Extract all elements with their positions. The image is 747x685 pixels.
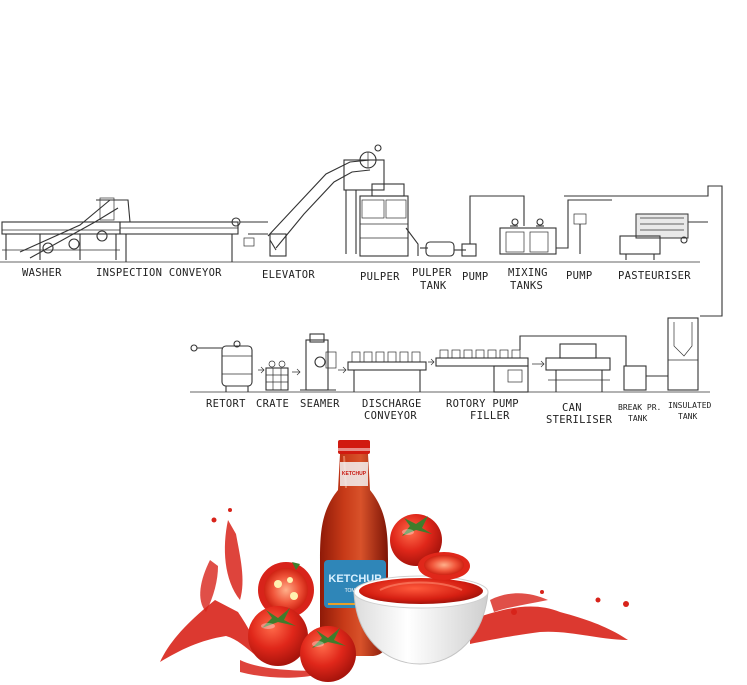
- bottle-neck-label-text: KETCHUP: [342, 471, 367, 477]
- label-pasteuriser: PASTEURISER: [618, 270, 691, 282]
- pulper-machine: [359, 183, 419, 257]
- pump-2-machine: [556, 185, 723, 317]
- elevator-machine: [267, 144, 385, 257]
- inspection-conveyor-machine: [119, 217, 268, 262]
- tomato-top-right: [390, 514, 442, 566]
- label-discharge-conveyor-2: CONVEYOR: [364, 410, 417, 422]
- label-crate: CRATE: [256, 398, 289, 410]
- can-steriliser-machine: [545, 343, 611, 392]
- label-insulated-tank-2: TANK: [678, 412, 697, 421]
- row-2-labels: RETORT CRATE SEAMER DISCHARGE CONVEYOR R…: [206, 398, 712, 426]
- label-pump-1: PUMP: [462, 271, 489, 283]
- tomato-bottom-center: [300, 626, 356, 682]
- label-can-steriliser-2: STERILISER: [546, 414, 613, 426]
- tomato-cut-left: [258, 562, 314, 618]
- crate-machine: [265, 360, 289, 391]
- label-pulper: PULPER: [360, 271, 400, 283]
- label-pulper-tank-1: PULPER: [412, 267, 452, 279]
- pasteuriser-machine: [619, 213, 708, 260]
- label-discharge-conveyor-1: DISCHARGE: [362, 398, 422, 410]
- pulper-tank-machine: [420, 241, 466, 257]
- flow-arrows-row-2: [258, 358, 545, 376]
- tomato-cut-right: [418, 552, 470, 580]
- rotory-pump-filler-machine: [435, 335, 627, 393]
- label-washer: WASHER: [22, 267, 62, 279]
- break-pr-tank-machine: [623, 365, 668, 391]
- label-seamer: SEAMER: [300, 398, 340, 410]
- label-inspection-conveyor: INSPECTION CONVEYOR: [96, 267, 222, 279]
- label-can-steriliser-1: CAN: [562, 402, 582, 414]
- insulated-tank-machine: [667, 317, 699, 391]
- label-elevator: ELEVATOR: [262, 269, 315, 281]
- washer-machine: [1, 197, 131, 260]
- label-pulper-tank-2: TANK: [420, 280, 447, 292]
- machinery-row-1: [0, 144, 723, 317]
- sauce-splash: [160, 508, 629, 678]
- retort-machine: [190, 340, 253, 392]
- mixing-tanks-machine: [499, 218, 557, 255]
- label-break-pr-tank-2: TANK: [628, 414, 647, 423]
- row-1-labels: WASHER INSPECTION CONVEYOR ELEVATOR PULP…: [22, 267, 691, 292]
- ketchup-sauce: [359, 578, 483, 604]
- seamer-machine: [300, 333, 337, 391]
- label-rotory-pump-filler-1: ROTORY PUMP: [446, 398, 519, 410]
- bottle-neck-label: [340, 462, 368, 486]
- label-mixing-tanks-1: MIXING: [508, 267, 548, 279]
- discharge-conveyor-machine: [347, 351, 427, 392]
- tomato-bottom-left: [248, 606, 308, 666]
- label-pump-2: PUMP: [566, 270, 593, 282]
- label-insulated-tank-1: INSULATED: [668, 401, 712, 410]
- ketchup-product-illustration: KETCHUP KETCHUP TOMATO: [160, 440, 629, 682]
- tomatoes: [248, 514, 470, 682]
- label-mixing-tanks-2: TANKS: [510, 280, 543, 292]
- bottle-cap: [338, 440, 370, 454]
- ketchup-bowl: [353, 575, 489, 665]
- label-retort: RETORT: [206, 398, 246, 410]
- label-break-pr-tank-1: BREAK PR.: [618, 403, 661, 412]
- machinery-row-2: [190, 317, 710, 393]
- label-rotory-pump-filler-2: FILLER: [470, 410, 510, 422]
- pump-1-machine: [461, 195, 525, 257]
